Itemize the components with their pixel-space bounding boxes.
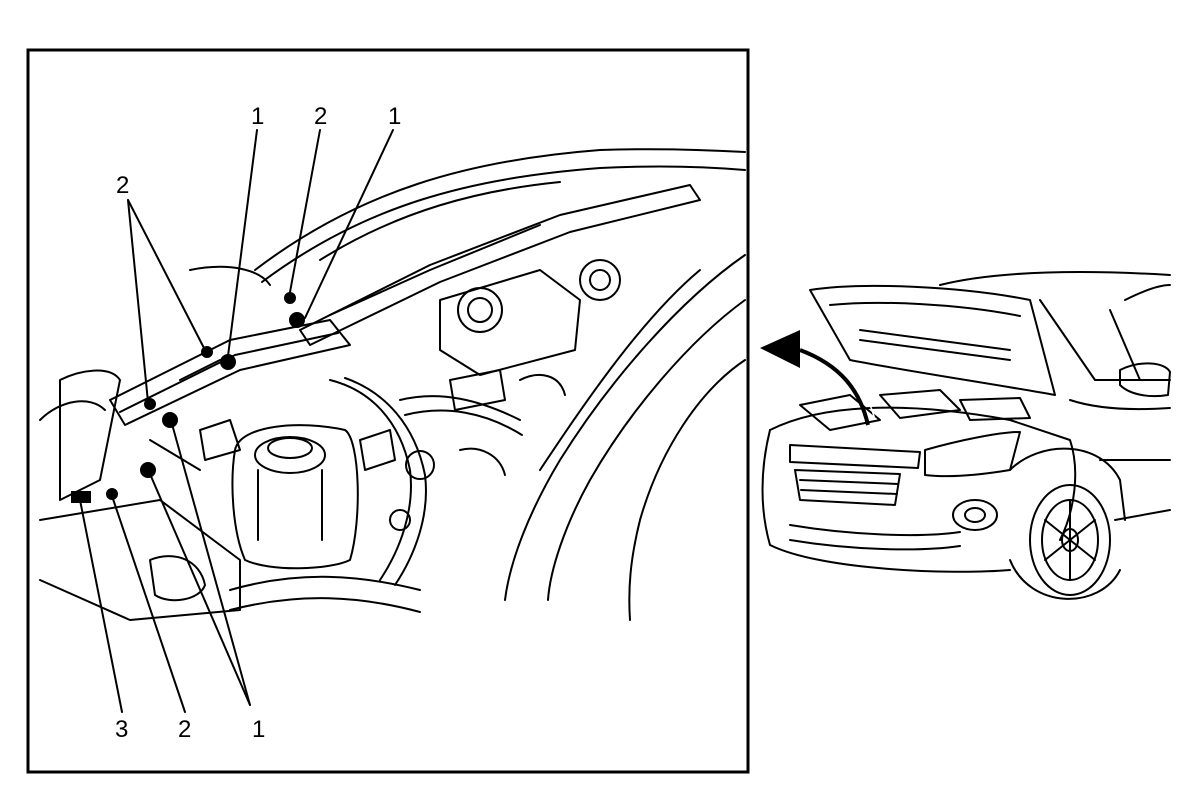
callout-1-top-left: 1 [251, 103, 264, 130]
vehicle-locator-view [761, 271, 1171, 600]
engine-compartment-art [39, 148, 746, 621]
hood-open-arrow [760, 330, 876, 426]
callout-3-bottom: 3 [115, 716, 128, 743]
fastener-marker [140, 462, 156, 478]
fastener-marker [220, 354, 236, 370]
fastener-marker [284, 292, 296, 304]
fastener-marker [289, 312, 305, 328]
leader-lines [79, 129, 394, 713]
callout-2-bottom: 2 [178, 716, 191, 743]
fastener-marker [144, 398, 156, 410]
callout-1-top-right: 1 [388, 103, 401, 130]
callout-2-left: 2 [116, 172, 129, 199]
callout-1-bottom: 1 [252, 716, 265, 743]
fastener-marker [162, 412, 178, 428]
detail-frame [26, 48, 750, 774]
fastener-markers [71, 292, 305, 503]
callout-2-top: 2 [314, 103, 327, 130]
